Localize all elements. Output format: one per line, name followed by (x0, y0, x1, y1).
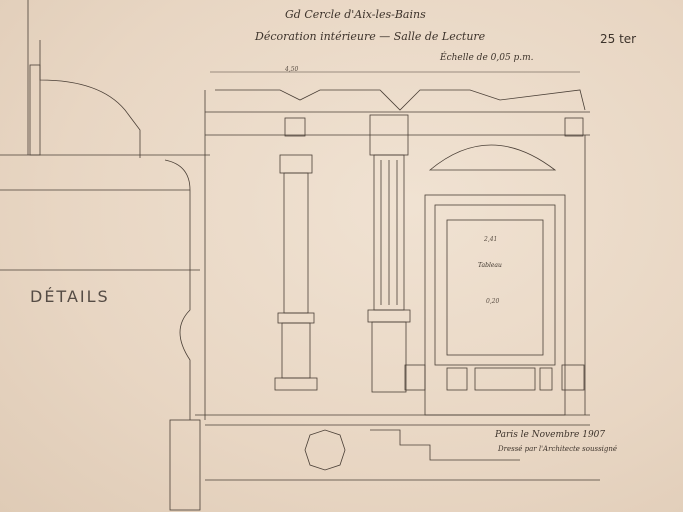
column-ring (277, 312, 315, 324)
door-frame (424, 194, 566, 416)
side-panel (561, 364, 585, 391)
dimension-mid: 0,20 (486, 298, 500, 305)
drawing-title: Gd Cercle d'Aix-les-Bains (285, 8, 426, 21)
dimension-side: 4,50 (285, 66, 299, 73)
molding-profile (164, 159, 191, 420)
lower-panel (539, 367, 553, 391)
door-panel-outer (434, 204, 556, 366)
pilaster-plan (370, 429, 520, 461)
signature-note: Dressé par l'Architecte soussigné (498, 445, 618, 453)
pilaster-pedestal (371, 321, 407, 393)
door-pediment (428, 144, 557, 171)
base-profile (169, 419, 201, 511)
drawing-subtitle: Décoration intérieure — Salle de Lecture (255, 30, 486, 43)
panel-label: Tableau (478, 262, 502, 269)
column-capital (279, 154, 313, 174)
top-cornice (215, 89, 586, 111)
dimension-top: 2,41 (484, 236, 498, 243)
details-label: DÉTAILS (30, 287, 110, 306)
column-lower-shaft (281, 322, 311, 379)
scale-note: Échelle de 0,05 p.m. (440, 53, 534, 63)
door-panel-inner (446, 219, 544, 356)
column-shaft (283, 172, 309, 314)
lower-panel (474, 367, 536, 391)
pilaster-ring (367, 309, 411, 323)
date-note: Paris le Novembre 1907 (495, 430, 606, 440)
side-panel (404, 364, 426, 391)
rosette (564, 117, 584, 137)
column-plan (304, 429, 346, 471)
column-base (274, 377, 318, 391)
rosette (284, 117, 306, 137)
cornice-profile (39, 40, 141, 158)
fond-strip (29, 64, 41, 156)
plate-number: 25 ter (600, 32, 637, 46)
lower-panel (446, 367, 468, 391)
